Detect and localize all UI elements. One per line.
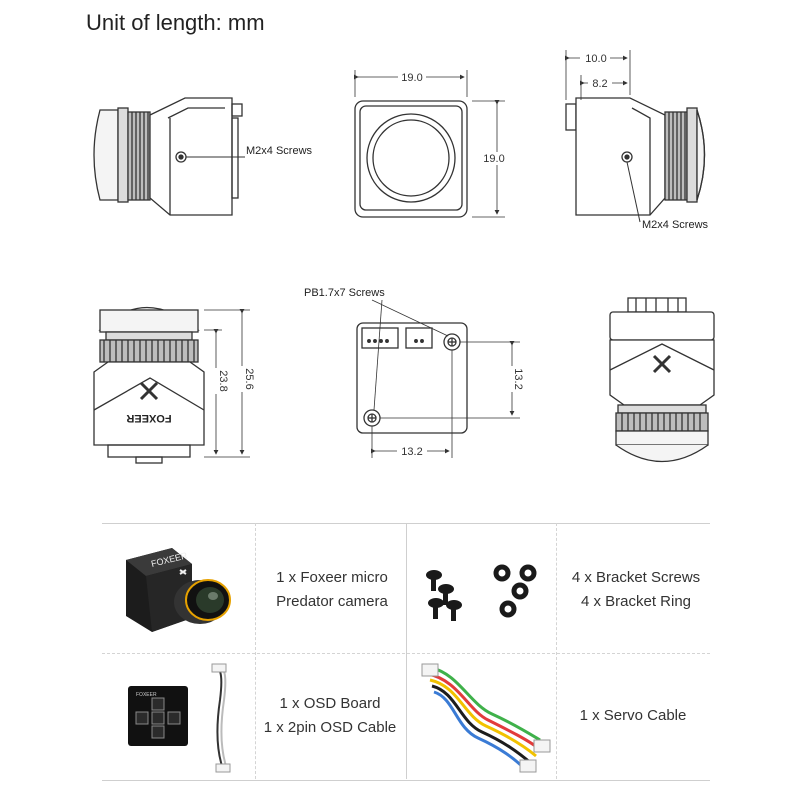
side-view-right bbox=[565, 50, 706, 223]
page-title: Unit of length: mm bbox=[86, 10, 265, 35]
servo-item-text: 1 x Servo Cable bbox=[556, 704, 710, 728]
bracket-line-1: 4 x Bracket Screws bbox=[571, 569, 701, 586]
lens-ring-right bbox=[664, 111, 688, 201]
back-view bbox=[356, 299, 520, 458]
bracket-line-2: 4 x Bracket Ring bbox=[580, 593, 692, 610]
camera-line-1: 1 x Foxeer micro bbox=[276, 569, 388, 586]
table-divider-right bbox=[556, 523, 557, 779]
hole-vertical-dimension: 13.2 bbox=[512, 368, 524, 389]
technical-drawing: M2x4 Screws 19.0 19.0 bbox=[93, 50, 715, 464]
screws-label-right: M2x4 Screws bbox=[642, 219, 709, 231]
servo-cable-photo bbox=[421, 663, 551, 773]
front-height-dimension: 19.0 bbox=[483, 153, 504, 165]
front-view bbox=[354, 70, 505, 218]
camera-item-text: 1 x Foxeer micro Predator camera bbox=[262, 566, 402, 614]
side-view-left bbox=[93, 97, 245, 216]
osd-line-1: 1 x OSD Board bbox=[279, 695, 381, 712]
osd-board-photo: FOXEER bbox=[128, 663, 231, 773]
table-divider-left bbox=[255, 523, 256, 779]
screws-label-left: M2x4 Screws bbox=[246, 145, 313, 157]
brand-logo-text: FOXEER bbox=[126, 412, 171, 424]
total-height-dimension: 25.6 bbox=[243, 368, 255, 389]
table-center-divider bbox=[406, 523, 407, 779]
depth-body-dimension: 8.2 bbox=[592, 78, 607, 90]
top-view bbox=[93, 306, 250, 464]
hole-horizontal-dimension: 13.2 bbox=[401, 446, 422, 458]
bracket-item-text: 4 x Bracket Screws 4 x Bracket Ring bbox=[562, 566, 710, 614]
camera-line-2: Predator camera bbox=[276, 593, 388, 610]
foxeer-logo-mark-bottom bbox=[652, 354, 672, 374]
bottom-view bbox=[609, 297, 715, 463]
depth-total-dimension: 10.0 bbox=[585, 53, 606, 65]
osd-board-brand-text: FOXEER bbox=[136, 692, 157, 698]
lens-ring-left bbox=[127, 111, 151, 201]
servo-line-1: 1 x Servo Cable bbox=[579, 707, 687, 724]
osd-line-2: 1 x 2pin OSD Cable bbox=[263, 719, 397, 736]
camera-photo: FOXEER bbox=[126, 548, 231, 632]
foxeer-logo-mark bbox=[139, 381, 159, 401]
table-row-divider bbox=[102, 653, 710, 654]
body-height-dimension: 23.8 bbox=[217, 370, 229, 391]
back-screws-label: PB1.7x7 Screws bbox=[304, 287, 385, 299]
bracket-screws-photo bbox=[426, 564, 537, 621]
osd-item-text: 1 x OSD Board 1 x 2pin OSD Cable bbox=[255, 692, 405, 740]
front-width-dimension: 19.0 bbox=[401, 72, 422, 84]
